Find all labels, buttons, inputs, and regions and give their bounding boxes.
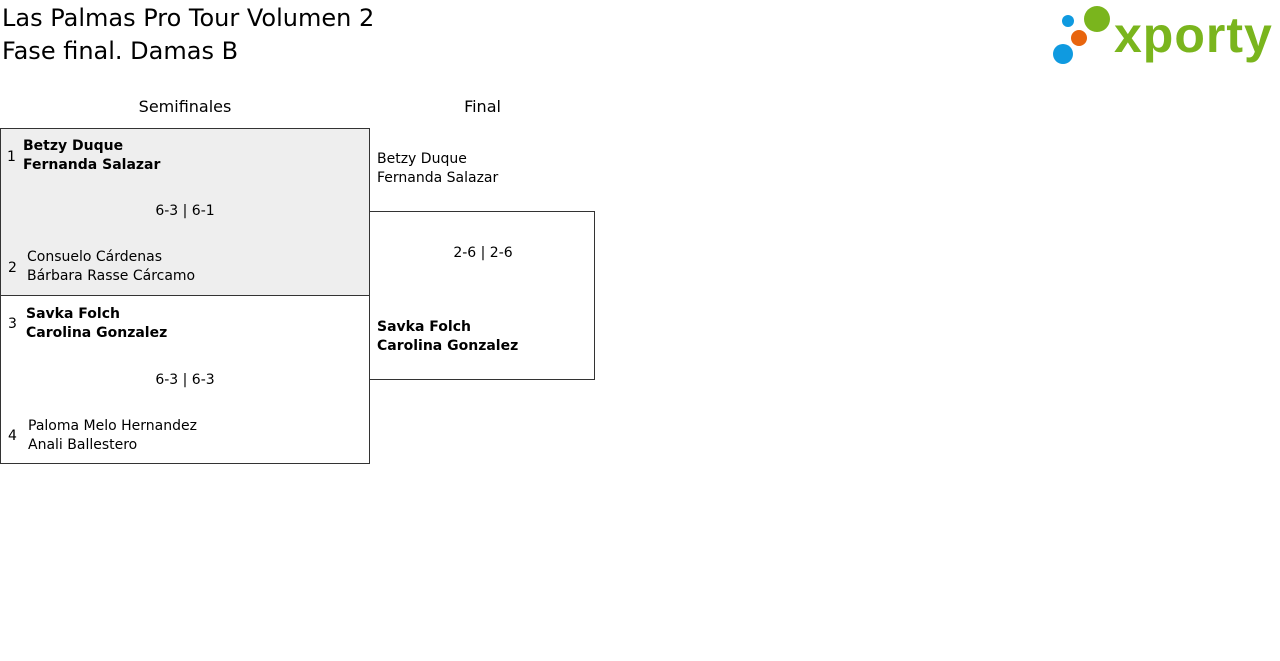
player-name: Savka Folch bbox=[377, 319, 471, 335]
team-pair[interactable]: Paloma Melo Hernandez Anali Ballestero bbox=[28, 417, 197, 455]
player-name: Fernanda Salazar bbox=[377, 170, 499, 186]
logo-dots-icon bbox=[1053, 6, 1110, 64]
seed-number: 1 bbox=[7, 149, 16, 165]
semifinal-match-1[interactable]: 1 Betzy Duque Fernanda Salazar 6-3 | 6-1… bbox=[0, 128, 370, 296]
seed-number: 2 bbox=[8, 260, 17, 276]
player-name: Anali Ballestero bbox=[28, 437, 138, 453]
column-header-final: Final bbox=[464, 97, 501, 116]
team-pair[interactable]: Consuelo Cárdenas Bárbara Rasse Cárcamo bbox=[27, 248, 195, 286]
player-name: Fernanda Salazar bbox=[23, 157, 161, 173]
player-name: Betzy Duque bbox=[377, 151, 467, 167]
player-name: Consuelo Cárdenas bbox=[27, 249, 163, 265]
final-team-top[interactable]: Betzy Duque Fernanda Salazar bbox=[377, 150, 498, 188]
page-title: Las Palmas Pro Tour Volumen 2 Fase final… bbox=[2, 2, 374, 68]
player-name: Carolina Gonzalez bbox=[377, 338, 519, 354]
player-name: Betzy Duque bbox=[23, 138, 124, 154]
column-header-semifinals: Semifinales bbox=[138, 97, 232, 116]
match-score: 6-3 | 6-3 bbox=[155, 372, 215, 388]
match-score: 2-6 | 2-6 bbox=[453, 245, 513, 261]
team-pair-winner[interactable]: Betzy Duque Fernanda Salazar bbox=[23, 137, 160, 175]
match-score: 6-3 | 6-1 bbox=[155, 203, 215, 219]
phase-name: Fase final. Damas B bbox=[2, 37, 239, 65]
xporty-logo[interactable]: xporty bbox=[1050, 4, 1276, 66]
logo-text: xporty bbox=[1114, 7, 1273, 63]
semifinal-match-2[interactable]: 3 Savka Folch Carolina Gonzalez 6-3 | 6-… bbox=[0, 295, 370, 464]
seed-number: 3 bbox=[8, 316, 17, 332]
final-team-winner[interactable]: Savka Folch Carolina Gonzalez bbox=[377, 318, 518, 356]
seed-number: 4 bbox=[8, 428, 17, 444]
player-name: Carolina Gonzalez bbox=[26, 325, 168, 341]
tournament-name: Las Palmas Pro Tour Volumen 2 bbox=[2, 4, 375, 32]
final-match[interactable]: 2-6 | 2-6 Savka Folch Carolina Gonzalez bbox=[369, 211, 595, 380]
player-name: Paloma Melo Hernandez bbox=[28, 418, 197, 434]
player-name: Bárbara Rasse Cárcamo bbox=[27, 268, 196, 284]
team-pair-winner[interactable]: Savka Folch Carolina Gonzalez bbox=[26, 305, 167, 343]
player-name: Savka Folch bbox=[26, 306, 120, 322]
